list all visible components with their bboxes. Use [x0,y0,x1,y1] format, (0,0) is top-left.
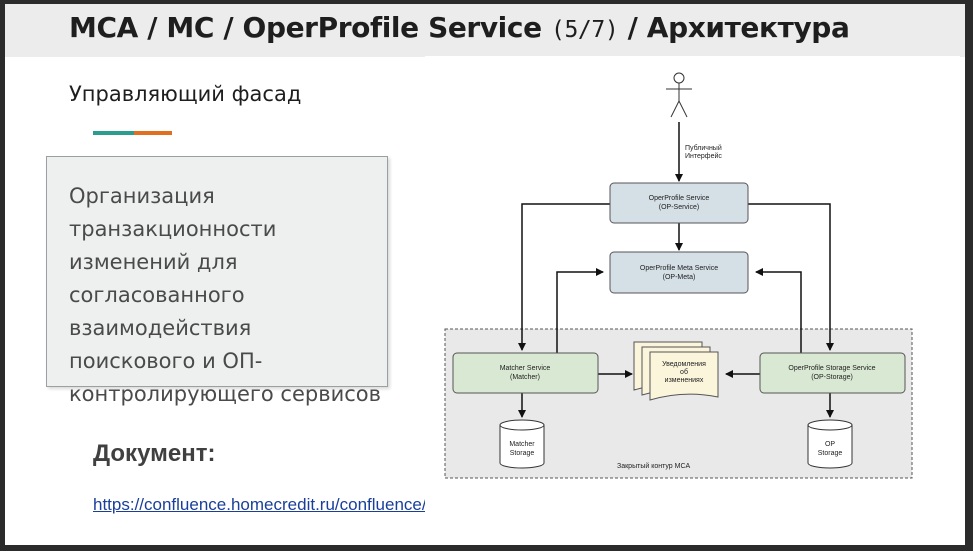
accent-bar-orange [134,131,172,135]
title-suffix: / Архитектура [618,11,850,44]
page-title: MCA / MC / OperProfile Service (5/7) / А… [69,11,850,44]
note-text: Организация транзакционности изменений д… [69,184,382,406]
op-meta-node: OperProfile Meta Service (OP-Meta) [609,251,749,294]
arrow-opservice-to-matcher [518,203,610,351]
document-label: Документ: [93,440,216,467]
notifications-node [633,341,719,401]
op-storage-line2: Storage [818,450,843,457]
notifications-line1: Уведомления [662,361,706,368]
actor-icon [666,72,692,118]
storage-service-node: OperProfile Storage Service (OP-Storage) [759,352,906,394]
matcher-storage-line2: Storage [510,450,535,457]
matcher-storage-line1: Matcher [509,441,535,448]
architecture-diagram: Закрытый контур MCA Публичный Интерфейс [425,56,960,545]
notifications-line3: изменениях [665,377,704,384]
title-bar [5,4,965,57]
contour-label: Закрытый контур MCA [617,462,691,470]
op-meta-code: (OP-Meta) [663,274,696,281]
note-box [46,156,388,387]
title-prefix: MCA / MC / OperProfile Service [69,11,552,44]
matcher-service-name: Matcher Service [500,365,551,372]
arrow-matcher-to-meta [556,268,604,354]
slide: MCA / MC / OperProfile Service (5/7) / А… [5,4,965,545]
accent-bar-teal [93,131,134,135]
op-service-name: OperProfile Service [649,195,710,202]
actor-label-line2: Интерфейс [685,152,722,160]
notifications-line2: об [680,368,688,376]
op-service-code: (OP-Service) [659,204,699,211]
op-service-node: OperProfile Service (OP-Service) [609,182,749,224]
op-storage-line1: OP [825,441,835,448]
op-storage-db-icon [807,419,853,469]
matcher-storage-db-icon [499,419,545,469]
matcher-service-node: Matcher Service (Matcher) [452,352,599,394]
arrow-storage-to-meta [755,268,802,354]
storage-service-code: (OP-Storage) [811,374,853,381]
arrow-opservice-to-storage [748,203,834,351]
matcher-service-code: (Matcher) [510,374,540,381]
storage-service-name: OperProfile Storage Service [788,365,875,372]
title-paging: (5/7) [551,17,619,43]
op-meta-name: OperProfile Meta Service [640,265,718,272]
actor-label-line1: Публичный [685,144,722,152]
section-subtitle: Управляющий фасад [69,82,302,106]
